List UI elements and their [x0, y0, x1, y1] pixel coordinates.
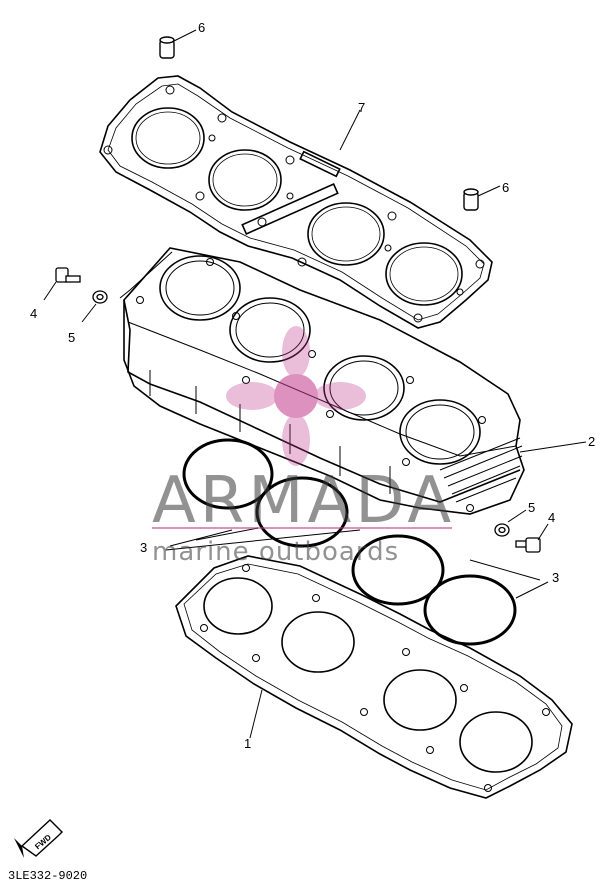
callout-2: 2 — [588, 434, 595, 449]
diagram-code: 3LE332-9020 — [8, 869, 88, 883]
o-ring-1 — [182, 438, 274, 510]
bolt-left — [55, 267, 81, 283]
cylinder-block — [119, 247, 525, 515]
callout-7: 7 — [358, 100, 365, 115]
o-ring-3 — [351, 534, 445, 606]
callout-4-right: 4 — [548, 510, 555, 525]
watermark-tagline: marine outboards — [152, 537, 399, 567]
o-ring-2 — [255, 476, 349, 548]
fwd-direction-badge: FWD — [14, 819, 63, 858]
o-rings — [182, 438, 517, 646]
bolt-right — [515, 537, 541, 553]
callout-5-right: 5 — [528, 500, 535, 515]
dowel-pin-right — [463, 188, 479, 211]
watermark-logo-icon — [226, 326, 366, 466]
watermark: ARMADA marine outboards — [152, 326, 455, 567]
watermark-brand: ARMADA — [152, 464, 455, 538]
cylinder-base-gasket — [175, 555, 573, 799]
washer-left — [92, 290, 108, 304]
washer-right — [494, 523, 510, 537]
callout-3-right: 3 — [552, 570, 559, 585]
dowel-pin-left — [159, 36, 175, 59]
callout-labels: 6 6 7 2 3 3 4 4 5 5 1 — [30, 20, 595, 751]
callout-5-left: 5 — [68, 330, 75, 345]
leader-lines — [43, 29, 587, 739]
callout-3-left: 3 — [140, 540, 147, 555]
head-gasket-top — [99, 75, 493, 329]
callout-6-top-left: 6 — [198, 20, 205, 35]
callout-6-top-right: 6 — [502, 180, 509, 195]
callout-1: 1 — [244, 736, 251, 751]
callout-4-left: 4 — [30, 306, 37, 321]
o-ring-4 — [423, 574, 517, 646]
